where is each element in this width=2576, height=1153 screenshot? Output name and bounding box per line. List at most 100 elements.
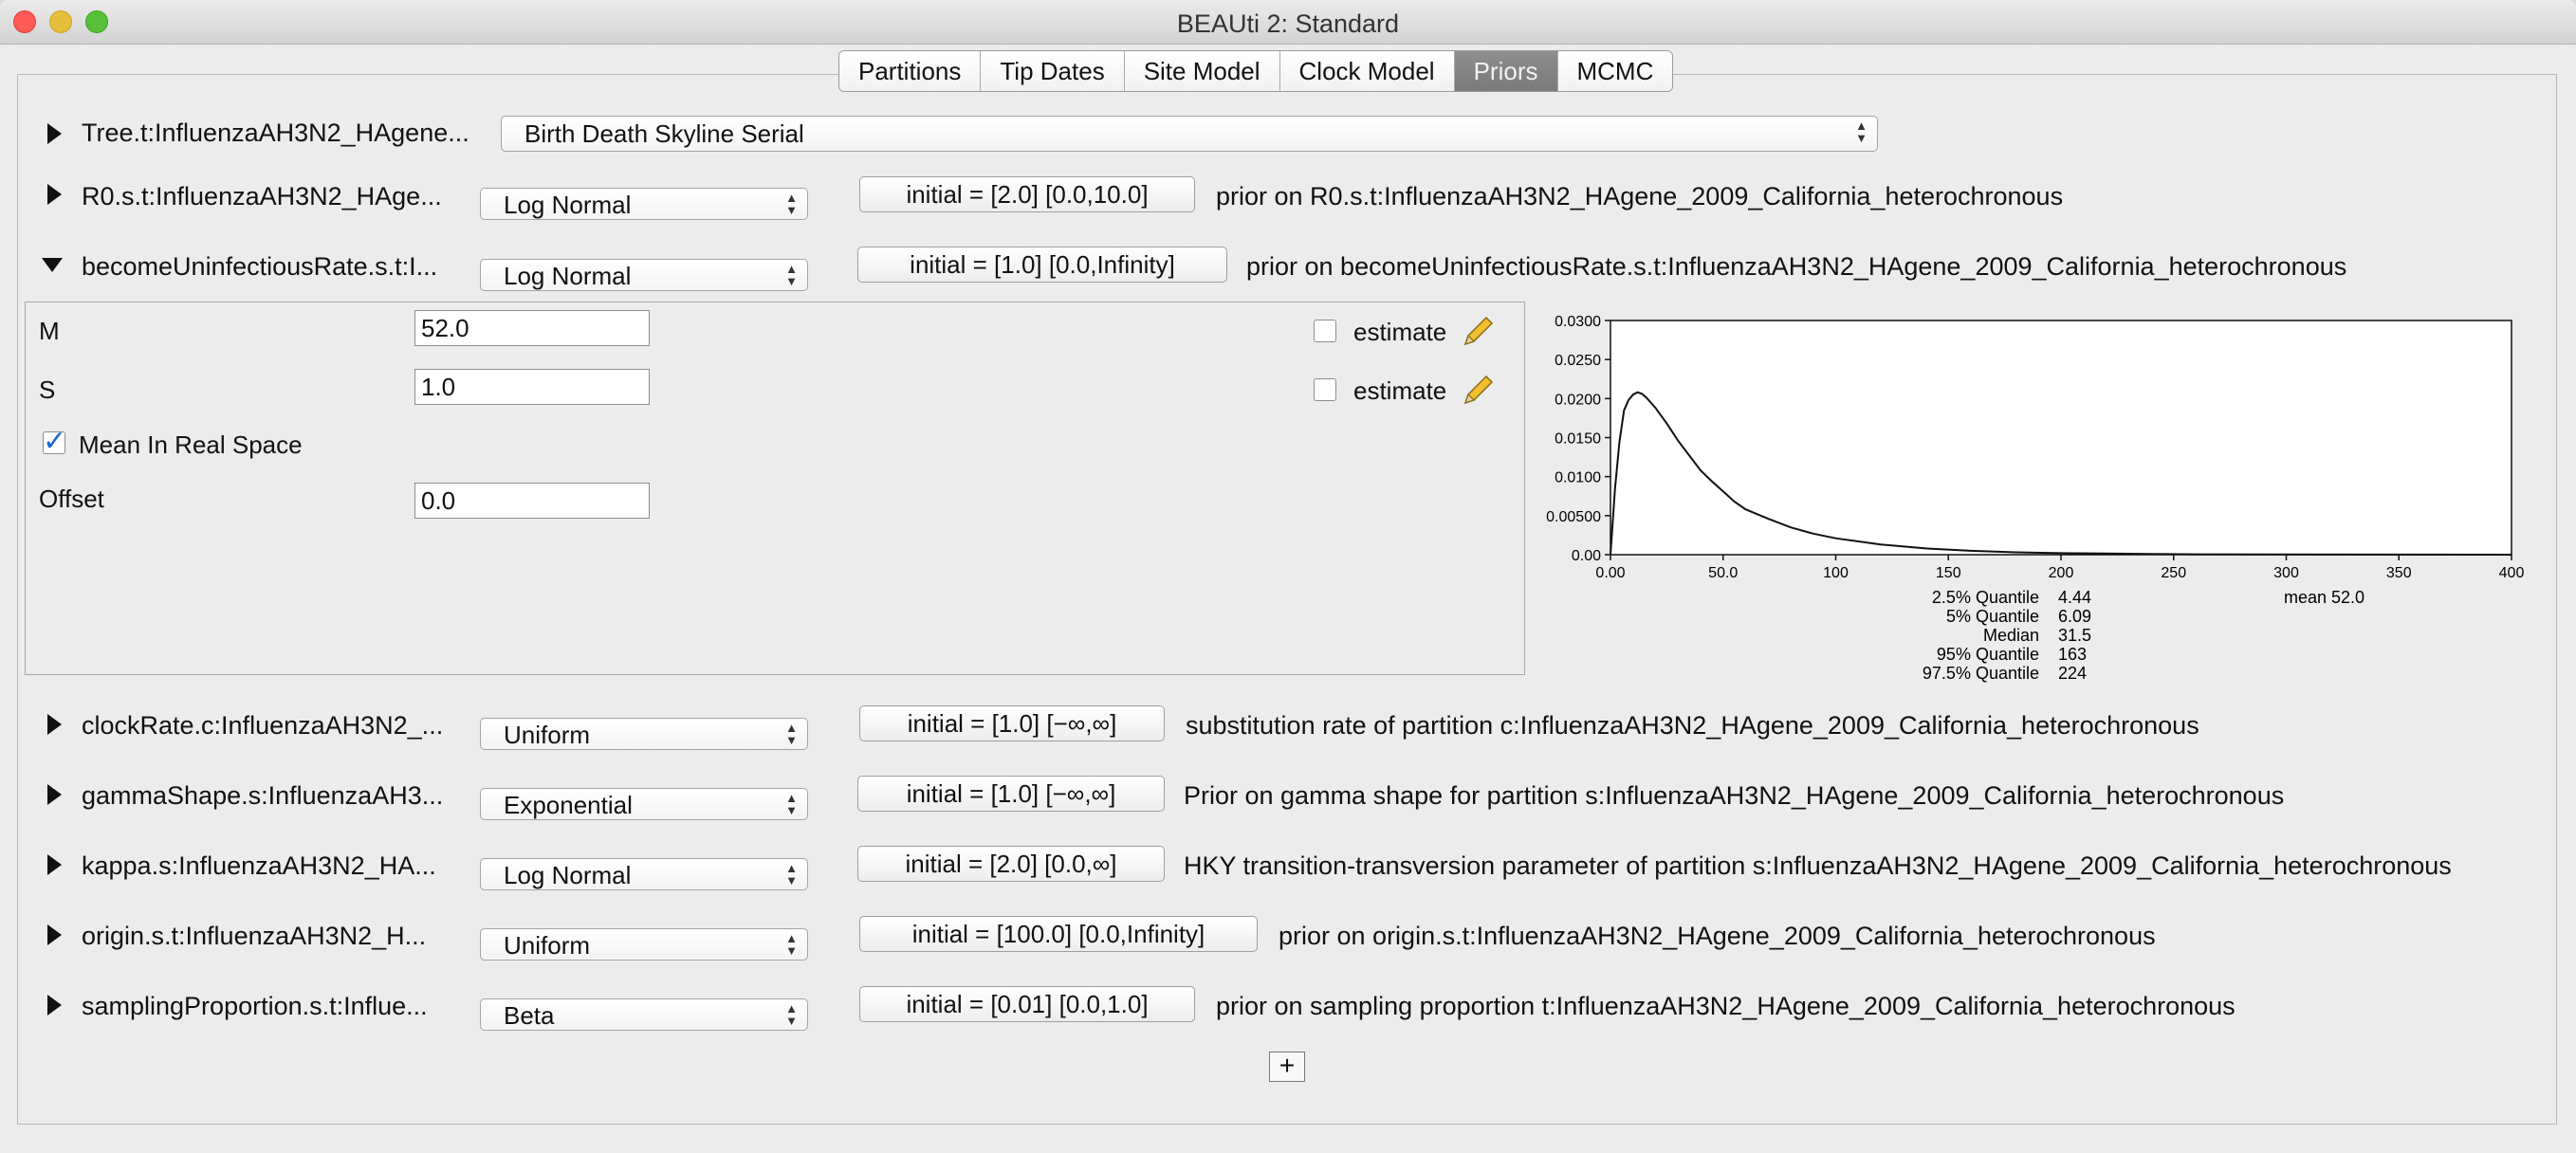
prior-description-gamma-shape: Prior on gamma shape for partition s:Inf… bbox=[1184, 781, 2285, 810]
main-tabs: Partitions Tip Dates Site Model Clock Mo… bbox=[838, 50, 1674, 92]
initial-button-sampling-proportion[interactable]: initial = [0.01] [0.0,1.0] bbox=[859, 986, 1195, 1022]
quantile-value: 31.5 bbox=[2058, 626, 2091, 645]
x-tick-label: 350 bbox=[2386, 565, 2412, 581]
density-curve bbox=[1610, 391, 2512, 556]
distribution-value-r0: Log Normal bbox=[504, 191, 632, 219]
quantile-value: 6.09 bbox=[2058, 607, 2091, 626]
minimize-window-button[interactable] bbox=[49, 10, 72, 33]
estimate-s-checkbox[interactable] bbox=[1314, 378, 1336, 401]
select-arrows-icon: ▲▼ bbox=[785, 861, 798, 888]
distribution-value-sampling-proportion: Beta bbox=[504, 1001, 555, 1030]
select-arrows-icon: ▲▼ bbox=[785, 721, 798, 747]
collapse-become-uninfectious-icon[interactable] bbox=[42, 258, 63, 272]
y-tick-label: 0.0200 bbox=[1555, 392, 1601, 408]
prior-label-r0: R0.s.t:InfluenzaAH3N2_HAge... bbox=[82, 182, 442, 210]
select-arrows-icon: ▲▼ bbox=[785, 1001, 798, 1028]
tab-mcmc[interactable]: MCMC bbox=[1557, 51, 1673, 91]
estimate-s-label: estimate bbox=[1353, 376, 1447, 405]
initial-button-r0[interactable]: initial = [2.0] [0.0,10.0] bbox=[859, 176, 1195, 212]
prior-label-kappa: kappa.s:InfluenzaAH3N2_HA... bbox=[82, 851, 436, 880]
distribution-select-origin[interactable]: Uniform ▲▼ bbox=[480, 928, 808, 961]
y-tick-label: 0.0150 bbox=[1555, 431, 1601, 448]
y-tick-label: 0.0100 bbox=[1555, 470, 1601, 486]
distribution-parameters-panel: M 52.0 estimate S 1.0 estimate Mean In R… bbox=[25, 302, 1525, 675]
tab-priors[interactable]: Priors bbox=[1454, 51, 1558, 91]
distribution-select-gamma-shape[interactable]: Exponential ▲▼ bbox=[480, 788, 808, 820]
distribution-chart: 0.03000.02500.02000.01500.01000.005000.0… bbox=[1546, 314, 2525, 683]
tab-clock-model[interactable]: Clock Model bbox=[1279, 51, 1455, 91]
prior-description-origin: prior on origin.s.t:InfluenzaAH3N2_HAgen… bbox=[1279, 922, 2156, 950]
prior-label-sampling-proportion: samplingProportion.s.t:Influe... bbox=[82, 992, 428, 1020]
select-arrows-icon: ▲▼ bbox=[785, 191, 798, 217]
y-tick-label: 0.00 bbox=[1572, 548, 1601, 564]
title-bar: BEAUti 2: Standard bbox=[0, 0, 2576, 45]
maximize-window-button[interactable] bbox=[85, 10, 108, 33]
param-s-input[interactable]: 1.0 bbox=[414, 369, 650, 405]
distribution-select-clock-rate[interactable]: Uniform ▲▼ bbox=[480, 718, 808, 750]
prior-description-clock-rate: substitution rate of partition c:Influen… bbox=[1186, 711, 2199, 740]
x-tick-label: 150 bbox=[1936, 565, 1961, 581]
distribution-select-become-uninfectious[interactable]: Log Normal ▲▼ bbox=[480, 259, 808, 291]
tab-site-model[interactable]: Site Model bbox=[1124, 51, 1280, 91]
prior-label-gamma-shape: gammaShape.s:InfluenzaAH3... bbox=[82, 781, 444, 810]
tree-prior-select[interactable]: Birth Death Skyline Serial ▲▼ bbox=[501, 116, 1878, 152]
expand-gamma-shape-icon[interactable] bbox=[47, 784, 62, 805]
y-tick-label: 0.0300 bbox=[1555, 314, 1601, 330]
mean-in-real-space-checkbox[interactable] bbox=[43, 425, 66, 458]
y-tick-label: 0.0250 bbox=[1555, 353, 1601, 369]
x-tick-label: 50.0 bbox=[1708, 565, 1738, 581]
prior-label-origin: origin.s.t:InfluenzaAH3N2_H... bbox=[82, 922, 427, 950]
initial-button-become-uninfectious[interactable]: initial = [1.0] [0.0,Infinity] bbox=[857, 247, 1227, 283]
expand-r0-icon[interactable] bbox=[47, 184, 62, 205]
x-tick-label: 400 bbox=[2499, 565, 2525, 581]
estimate-m-checkbox[interactable] bbox=[1314, 320, 1336, 342]
pencil-icon[interactable] bbox=[1460, 373, 1496, 409]
expand-sampling-proportion-icon[interactable] bbox=[47, 995, 62, 1016]
quantile-value: 224 bbox=[2058, 664, 2087, 683]
quantile-label: Median bbox=[1983, 626, 2039, 645]
prior-description-sampling-proportion: prior on sampling proportion t:Influenza… bbox=[1216, 992, 2236, 1020]
x-tick-label: 0.00 bbox=[1595, 565, 1625, 581]
close-window-button[interactable] bbox=[13, 10, 36, 33]
prior-description-become-uninfectious: prior on becomeUninfectiousRate.s.t:Infl… bbox=[1246, 252, 2347, 281]
quantile-label: 95% Quantile bbox=[1937, 645, 2039, 664]
initial-button-origin[interactable]: initial = [100.0] [0.0,Infinity] bbox=[859, 916, 1258, 952]
initial-button-kappa[interactable]: initial = [2.0] [0.0,∞] bbox=[857, 846, 1165, 882]
select-arrows-icon: ▲▼ bbox=[785, 931, 798, 958]
distribution-value-origin: Uniform bbox=[504, 931, 591, 960]
initial-button-gamma-shape[interactable]: initial = [1.0] [−∞,∞] bbox=[857, 776, 1165, 812]
expand-tree-prior-icon[interactable] bbox=[47, 123, 62, 144]
mean-in-real-space-label: Mean In Real Space bbox=[79, 430, 303, 459]
add-prior-button[interactable]: + bbox=[1269, 1052, 1305, 1082]
x-tick-label: 200 bbox=[2049, 565, 2074, 581]
expand-kappa-icon[interactable] bbox=[47, 854, 62, 875]
distribution-value-kappa: Log Normal bbox=[504, 861, 632, 889]
select-arrows-icon: ▲▼ bbox=[1855, 119, 1868, 145]
param-s-label: S bbox=[39, 375, 56, 404]
select-arrows-icon: ▲▼ bbox=[785, 262, 798, 288]
tab-partitions[interactable]: Partitions bbox=[839, 51, 982, 91]
param-offset-input[interactable]: 0.0 bbox=[414, 483, 650, 519]
expand-origin-icon[interactable] bbox=[47, 924, 62, 945]
param-m-label: M bbox=[39, 317, 60, 345]
quantile-value: 4.44 bbox=[2058, 588, 2091, 607]
distribution-value-become-uninfectious: Log Normal bbox=[504, 262, 632, 290]
tab-tip-dates[interactable]: Tip Dates bbox=[981, 51, 1125, 91]
distribution-select-kappa[interactable]: Log Normal ▲▼ bbox=[480, 858, 808, 890]
chart-plot-area bbox=[1610, 320, 2512, 556]
distribution-select-sampling-proportion[interactable]: Beta ▲▼ bbox=[480, 998, 808, 1031]
x-tick-label: 100 bbox=[1823, 565, 1849, 581]
expand-clock-rate-icon[interactable] bbox=[47, 714, 62, 735]
param-m-input[interactable]: 52.0 bbox=[414, 310, 650, 346]
x-tick-label: 300 bbox=[2273, 565, 2299, 581]
pencil-icon[interactable] bbox=[1460, 314, 1496, 350]
select-arrows-icon: ▲▼ bbox=[785, 791, 798, 817]
distribution-value-clock-rate: Uniform bbox=[504, 721, 591, 749]
quantile-label: 2.5% Quantile bbox=[1932, 588, 2039, 607]
initial-button-clock-rate[interactable]: initial = [1.0] [−∞,∞] bbox=[859, 705, 1165, 741]
quantile-label: 5% Quantile bbox=[1946, 607, 2039, 626]
distribution-select-r0[interactable]: Log Normal ▲▼ bbox=[480, 188, 808, 220]
quantile-label: 97.5% Quantile bbox=[1923, 664, 2039, 683]
prior-description-r0: prior on R0.s.t:InfluenzaAH3N2_HAgene_20… bbox=[1216, 182, 2064, 210]
